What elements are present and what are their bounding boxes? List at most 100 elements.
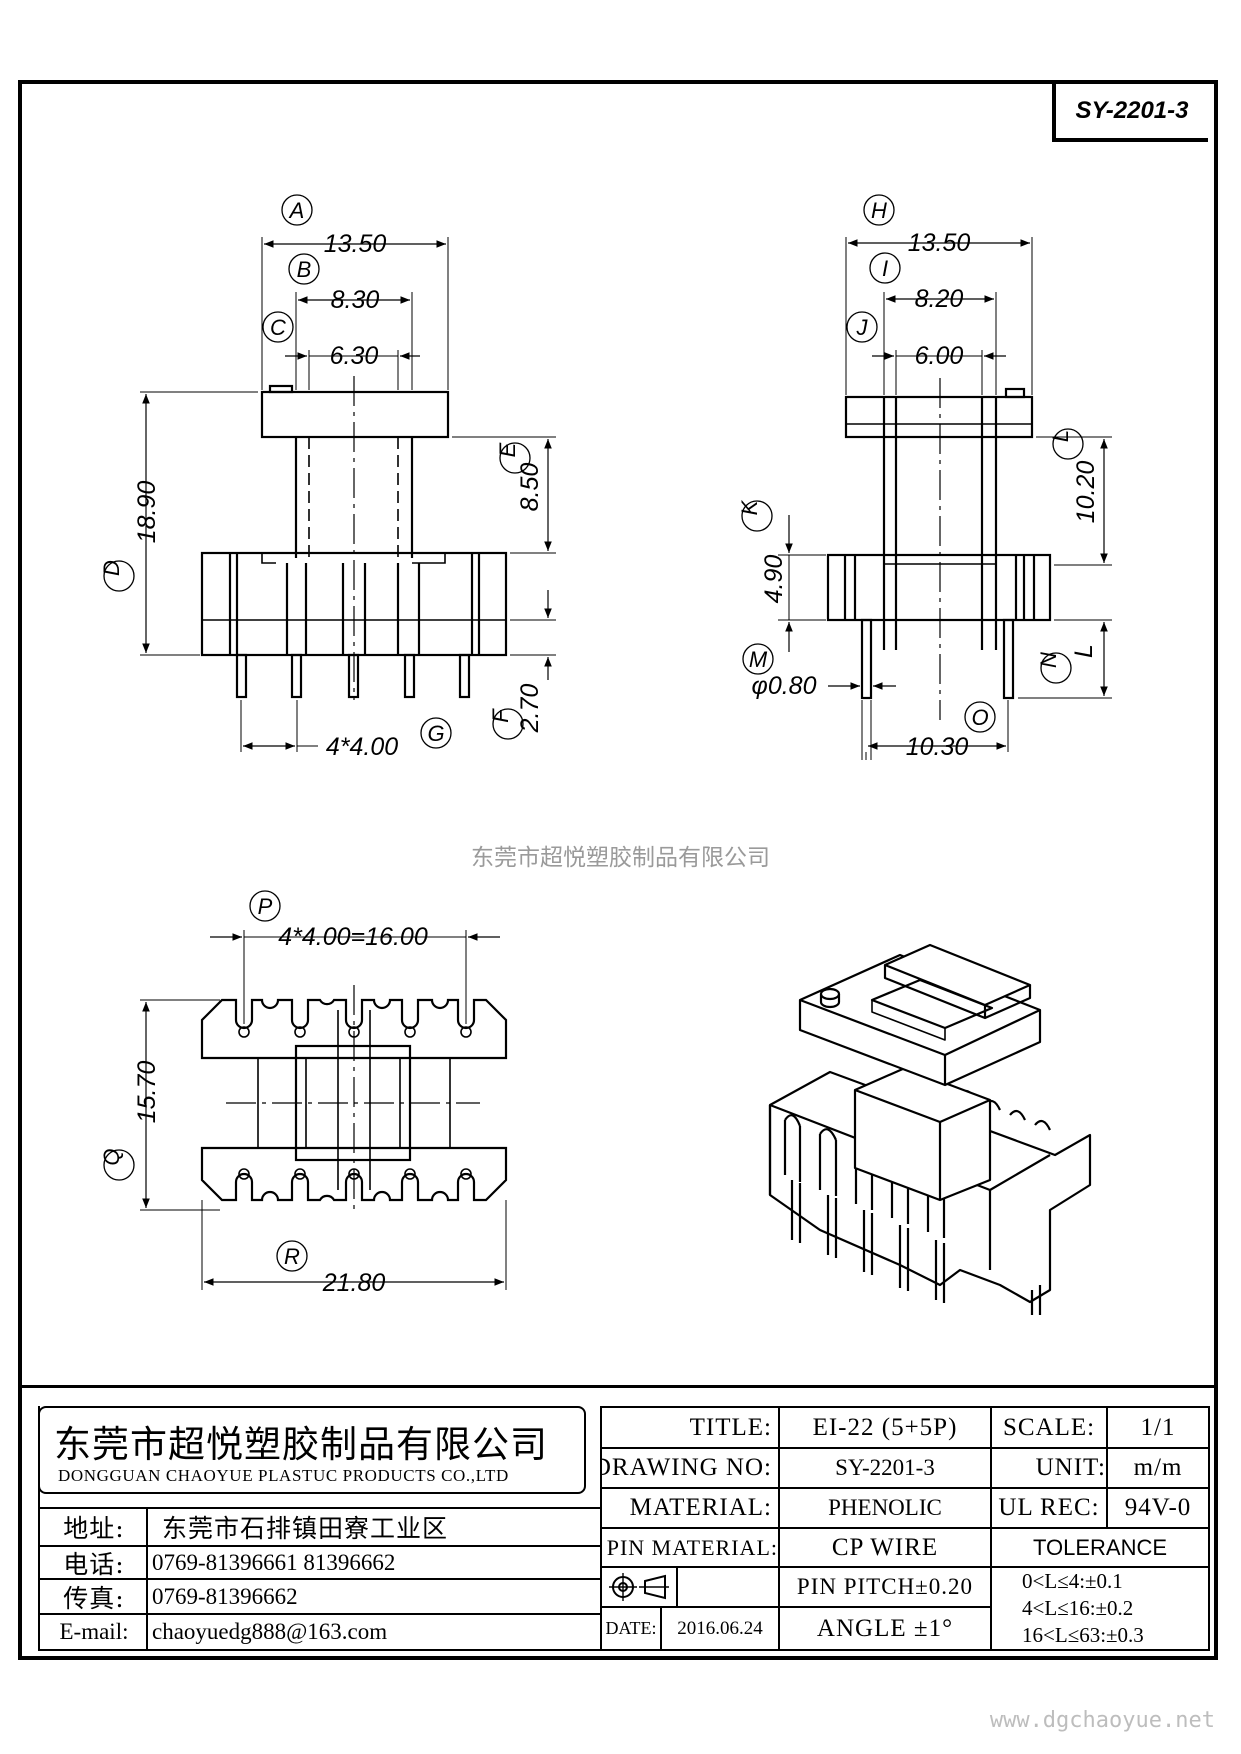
- tb-line: [38, 1649, 1210, 1651]
- isometric-view: [768, 943, 1092, 1315]
- tolerance-title: TOLERANCE: [1032, 1534, 1168, 1560]
- dim-H: 13.50: [908, 229, 971, 257]
- phone-label: 电话:: [63, 1549, 125, 1579]
- tb-line: [600, 1527, 1210, 1529]
- tb-line: [660, 1606, 662, 1651]
- dim-Q: 15.70: [133, 1061, 161, 1124]
- material-value: PHENOLIC: [828, 1495, 942, 1520]
- tb-line: [600, 1487, 1210, 1489]
- bottom-view: [140, 930, 508, 1290]
- dim-P: 4*4.00=16.00: [278, 923, 428, 951]
- tb-line: [990, 1406, 992, 1651]
- tb-line: [676, 1566, 678, 1606]
- front-view-annotations: A B C D E F G 13.50 8.30 6.30 18.90 8.50…: [99, 194, 544, 761]
- side-view-annotations: H I J K L M N O 13.50 8.20 6.00 4.90 10.…: [737, 194, 1100, 761]
- dim-J: 6.00: [915, 342, 964, 370]
- label-K: K: [737, 499, 762, 515]
- material-label: MATERIAL:: [629, 1494, 772, 1521]
- label-J: J: [856, 315, 869, 340]
- title-value: EI-22 (5+5P): [812, 1413, 958, 1441]
- tb-line: [600, 1406, 1210, 1408]
- angle: ANGLE ±1°: [816, 1614, 954, 1642]
- label-L: L: [1048, 430, 1073, 442]
- watermark: 东莞市超悦塑胶制品有限公司: [471, 845, 770, 871]
- label-H: H: [871, 198, 887, 223]
- projection-symbol: [602, 1568, 676, 1606]
- ul-rec-label: UL REC:: [998, 1494, 1100, 1521]
- scale-label: SCALE:: [1002, 1413, 1096, 1441]
- address-value: 东莞市石排镇田寮工业区: [162, 1514, 449, 1543]
- tb-line: [40, 1507, 600, 1509]
- first-angle-projection-icon: [609, 1573, 669, 1601]
- dim-O: 10.30: [906, 733, 969, 761]
- tb-line: [600, 1566, 990, 1568]
- label-E: E: [495, 442, 520, 457]
- date-label: DATE:: [605, 1618, 657, 1638]
- company-box: 东莞市超悦塑胶制品有限公司 DONGGUAN CHAOYUE PLASTUC P…: [38, 1406, 586, 1494]
- tolerance-line: 16<L≤63:±0.3: [1022, 1623, 1144, 1647]
- ul-rec-value: 94V-0: [1124, 1494, 1192, 1521]
- dim-C: 6.30: [330, 342, 379, 370]
- title-label: TITLE:: [689, 1413, 772, 1441]
- email-value: chaoyuedg888@163.com: [152, 1619, 388, 1644]
- fax-label: 传真:: [63, 1583, 125, 1613]
- tb-line: [600, 1606, 990, 1608]
- label-I: I: [882, 256, 888, 281]
- drawing-frame: [18, 80, 1218, 1660]
- drawing-code: SY-2201-3: [1075, 97, 1189, 124]
- dim-M: φ0.80: [752, 672, 817, 700]
- drawing-no-label: DRAWING NO:: [602, 1454, 772, 1481]
- tb-line: [40, 1545, 600, 1547]
- tb-line: [990, 1566, 1210, 1568]
- company-name-cn: 东莞市超悦塑胶制品有限公司: [54, 1423, 548, 1466]
- tb-line: [778, 1606, 780, 1651]
- tb-line: [38, 1406, 40, 1651]
- tb-line: [600, 1447, 1210, 1449]
- dim-K: 4.90: [760, 555, 788, 604]
- dim-L: 10.20: [1072, 461, 1100, 524]
- label-P: P: [258, 894, 273, 919]
- front-view: [140, 237, 556, 752]
- tb-line: [40, 1613, 600, 1615]
- pin-material-label: PIN MATERIAL:: [606, 1534, 778, 1560]
- tb-line: [1106, 1406, 1108, 1527]
- tolerance-line: 0<L≤4:±0.1: [1022, 1569, 1123, 1593]
- pin-material-value: CP WIRE: [831, 1533, 939, 1561]
- dim-F: 2.70: [516, 684, 544, 734]
- tolerance-line: 4<L≤16:±0.2: [1022, 1596, 1134, 1620]
- label-N: N: [1036, 652, 1061, 668]
- tb-line: [146, 1507, 148, 1651]
- email-label: E-mail:: [59, 1619, 129, 1644]
- label-M: M: [749, 647, 768, 672]
- label-F: F: [488, 708, 513, 723]
- drawing-code-box: SY-2201-3: [1052, 84, 1208, 142]
- address-label: 地址:: [63, 1514, 125, 1543]
- title-block: 东莞市超悦塑胶制品有限公司 DONGGUAN CHAOYUE PLASTUC P…: [22, 1385, 1214, 1656]
- company-name-en: DONGGUAN CHAOYUE PLASTUC PRODUCTS CO.,LT…: [58, 1466, 509, 1485]
- bottom-view-annotations: P Q R 4*4.00=16.00 15.70 21.80: [99, 890, 428, 1297]
- unit-label: UNIT:: [1035, 1454, 1106, 1481]
- label-D: D: [99, 560, 124, 576]
- scale-value: 1/1: [1140, 1413, 1176, 1441]
- dim-E: 8.50: [516, 463, 544, 512]
- dim-A: 13.50: [324, 230, 387, 258]
- tb-line: [778, 1406, 780, 1606]
- label-Q: Q: [99, 1148, 124, 1165]
- date-value: 2016.06.24: [677, 1617, 763, 1639]
- unit-value: m/m: [1133, 1454, 1183, 1481]
- label-G: G: [427, 721, 444, 746]
- label-O: O: [971, 705, 988, 730]
- website: www.dgchaoyue.net: [989, 1708, 1215, 1733]
- dim-B: 8.30: [331, 286, 380, 314]
- dim-R: 21.80: [322, 1269, 386, 1297]
- dim-N: L: [1070, 644, 1098, 658]
- dim-D: 18.90: [133, 481, 161, 544]
- label-B: B: [297, 257, 312, 282]
- tb-line: [40, 1578, 600, 1580]
- label-A: A: [288, 198, 305, 223]
- pin-pitch: PIN PITCH±0.20: [796, 1574, 974, 1599]
- dim-G: 4*4.00: [326, 733, 398, 761]
- fax-value: 0769-81396662: [152, 1583, 298, 1609]
- label-R: R: [284, 1244, 300, 1269]
